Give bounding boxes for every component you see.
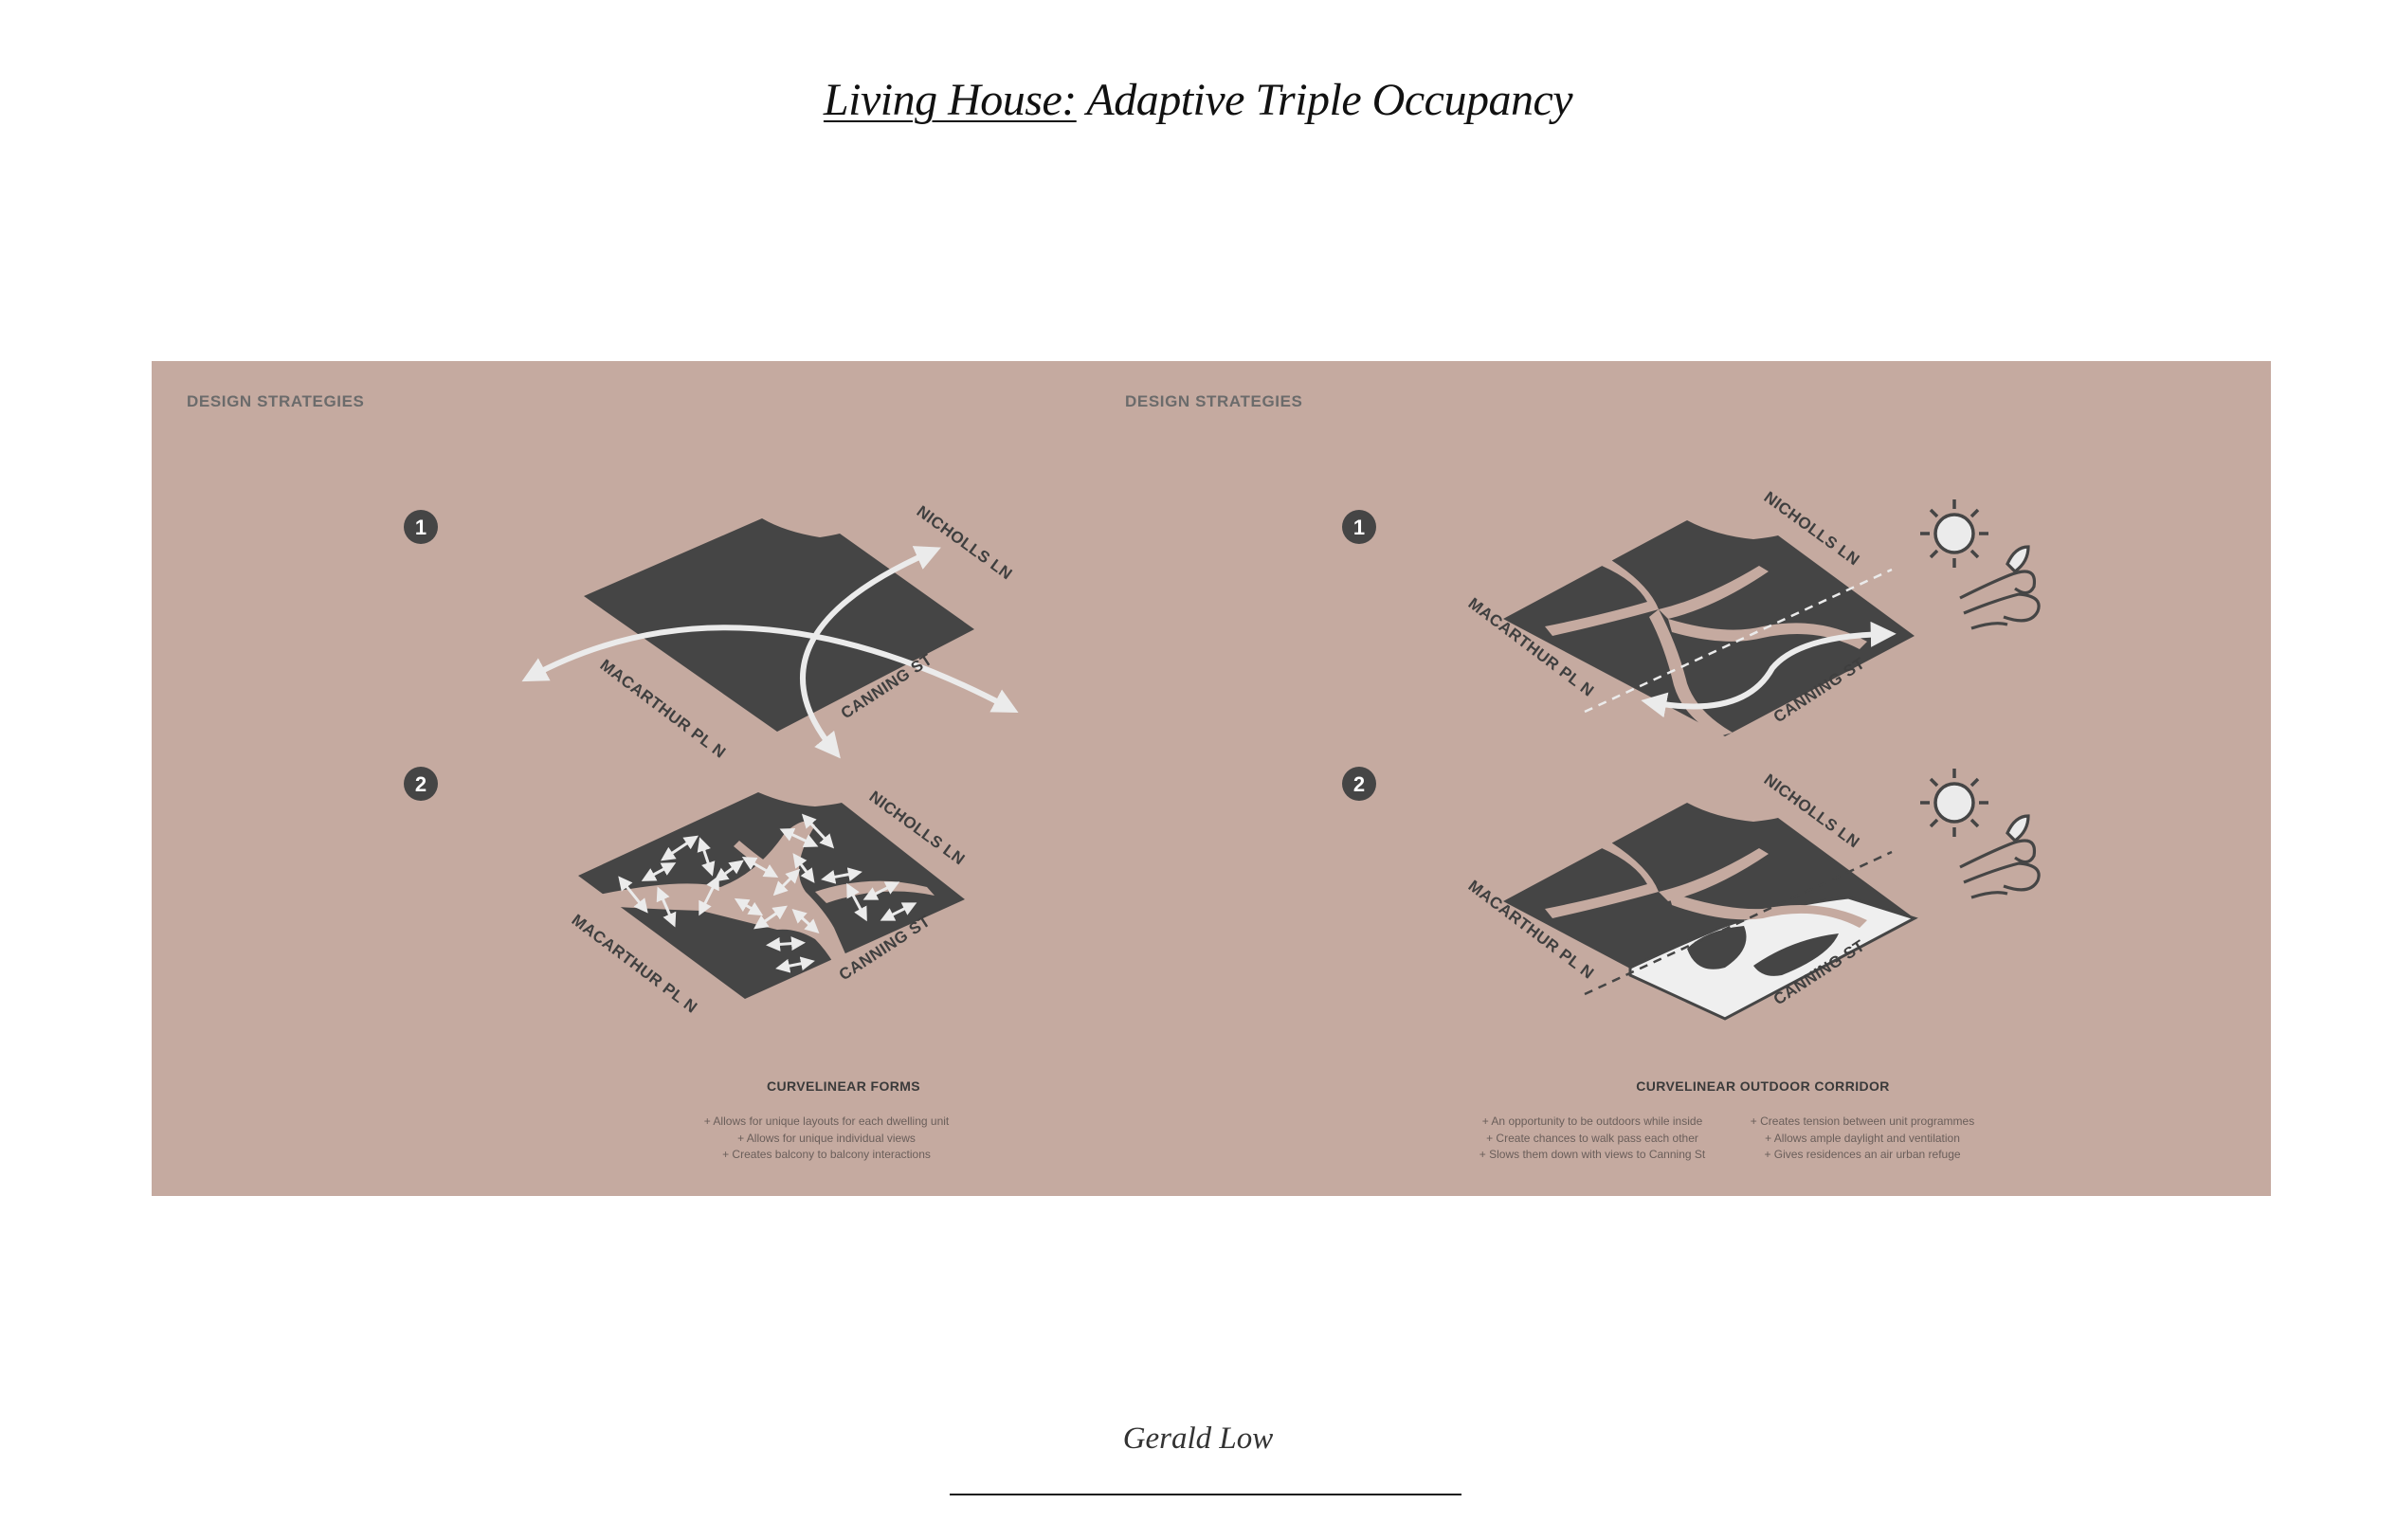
right-caption-line: + Create chances to walk pass each other [1486, 1131, 1698, 1145]
right-caption-col1: + An opportunity to be outdoors while in… [1460, 1114, 1725, 1164]
author-underline [950, 1494, 1461, 1495]
right-caption-line: + Gives residences an air urban refuge [1764, 1148, 1961, 1161]
left-caption-line: + Allows for unique individual views [737, 1131, 916, 1145]
wind-leaf-icon [1959, 545, 2041, 630]
title-underlined: Living House: [823, 75, 1077, 125]
svg-text:1: 1 [415, 516, 427, 539]
right-caption-line: + Creates tension between unit programme… [1750, 1114, 1975, 1128]
left-step-1-badge: 1 [404, 510, 438, 544]
left-site-plan-1: NICHOLLS LN MACARTHUR PL N CANNING ST [521, 502, 1019, 762]
right-caption-line: + Allows ample daylight and ventilation [1765, 1131, 1960, 1145]
left-panel-heading: DESIGN STRATEGIES [187, 392, 365, 410]
title-rest: Adaptive Triple Occupancy [1076, 75, 1573, 125]
left-caption-line: + Allows for unique layouts for each dwe… [703, 1114, 950, 1128]
sun-icon [1920, 499, 1988, 568]
right-caption-line: + An opportunity to be outdoors while in… [1481, 1114, 1703, 1128]
wind-leaf-icon [1959, 814, 2041, 899]
right-caption-line: + Slows them down with views to Canning … [1479, 1148, 1706, 1161]
right-step-2-badge: 2 [1342, 767, 1376, 801]
left-caption-title: CURVELINEAR FORMS [766, 1078, 921, 1094]
design-strategies-panel: DESIGN STRATEGIES DESIGN STRATEGIES 1 2 [152, 361, 2271, 1196]
left-step-2-badge: 2 [404, 767, 438, 801]
left1-street-north: NICHOLLS LN [914, 502, 1016, 584]
right-step-1-badge: 1 [1342, 510, 1376, 544]
left-caption-lines: + Allows for unique layouts for each dwe… [637, 1114, 1016, 1164]
circulation-arrow-north-south [800, 546, 941, 759]
sun-icon [1920, 769, 1988, 837]
corridor-arrow [1641, 621, 1897, 718]
author-name: Gerald Low [1122, 1422, 1274, 1456]
left-site-plan-2: NICHOLLS LN MACARTHUR PL N CANNING ST [569, 788, 969, 1017]
right-caption-col2: + Creates tension between unit programme… [1725, 1114, 2000, 1164]
svg-text:2: 2 [415, 772, 427, 796]
right-panel-heading: DESIGN STRATEGIES [1125, 392, 1303, 410]
page-title: Living House: Adaptive Triple Occupancy [0, 74, 2396, 126]
right-site-plan-1: NICHOLLS LN MACARTHUR PL N CANNING ST [1465, 488, 2041, 736]
right-site-plan-2: NICHOLLS LN MACARTHUR PL N CANNING ST [1465, 769, 2041, 1021]
right-caption-title: CURVELINEAR OUTDOOR CORRIDOR [1636, 1078, 1890, 1094]
svg-text:1: 1 [1353, 516, 1365, 539]
svg-text:2: 2 [1353, 772, 1365, 796]
design-diagrams: 1 2 NICHOLLS LN MACARTHUR PL N CANNING S… [404, 488, 2041, 1021]
left-caption-line: + Creates balcony to balcony interaction… [722, 1148, 931, 1161]
